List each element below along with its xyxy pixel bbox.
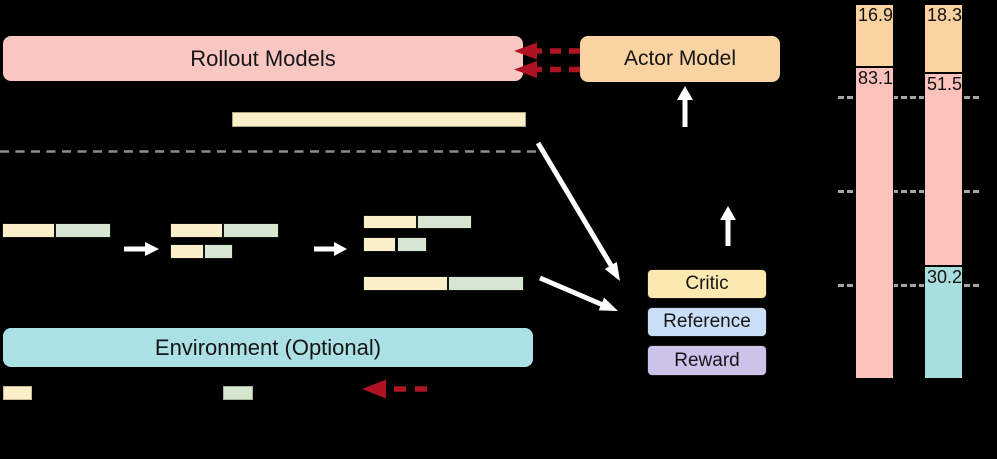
sequence-prompt-block: [363, 237, 396, 252]
generation-progress-bar: [232, 112, 526, 127]
values-up-arrow: [720, 206, 736, 246]
bar-segment-label: 18.3: [927, 5, 963, 25]
rollout-step-arrow-2: [314, 242, 347, 256]
sequence-response-block: [204, 244, 233, 259]
reference-label: Reference: [663, 311, 751, 332]
trajectory-to-reference-arrow: [539, 275, 618, 311]
sequence-response-block: [417, 215, 472, 229]
sequence-prompt-block: [170, 244, 204, 259]
bar-segment-label: 83.1: [858, 68, 894, 89]
reference-box: Reference: [647, 307, 767, 337]
actor-model-box: Actor Model: [580, 36, 780, 82]
sequence-response-block: [223, 223, 279, 238]
bar-segment: 16.9: [855, 4, 894, 68]
sequence-prompt-block: [363, 276, 448, 291]
sequence-prompt-block: [363, 215, 417, 229]
weight-sync-arrow-bottom: [514, 61, 580, 78]
sequence-response-block: [397, 237, 427, 252]
bar-segment-label: 16.9: [858, 5, 894, 25]
reward-label: Reward: [674, 349, 740, 371]
bar-segment-label: 30.2: [927, 266, 963, 287]
bar-segment-label: 51.5: [927, 73, 963, 94]
critic-box: Critic: [647, 269, 767, 299]
sequence-response-block: [55, 223, 111, 238]
bar-segment: 83.1: [855, 67, 894, 379]
rollout-models-label: Rollout Models: [190, 45, 336, 71]
environment-label: Environment (Optional): [154, 334, 382, 360]
actor-model-label: Actor Model: [623, 47, 737, 70]
rollout-step-arrow-1: [124, 242, 159, 256]
bar-segment: 30.2: [924, 265, 963, 379]
gpu-time-bar-1: 16.9 83.1: [855, 4, 894, 379]
environment-box: Environment (Optional): [3, 328, 533, 367]
sequence-prompt-block: [170, 223, 223, 238]
trajectory-to-critic-arrow: [535, 141, 620, 281]
reward-box: Reward: [647, 345, 767, 376]
chart-gridline: [838, 96, 979, 100]
critic-label: Critic: [685, 273, 729, 294]
sequence-prompt-block: [2, 223, 55, 238]
gpu-time-bar-2: 18.3 51.5 30.2: [924, 4, 963, 379]
legend-prompt-swatch: [3, 386, 32, 400]
bar-segment: 18.3: [924, 4, 963, 73]
sequence-response-block: [448, 276, 524, 291]
bar-segment: 51.5: [924, 72, 963, 266]
chart-gridlines: [838, 4, 979, 379]
rollout-models-box: Rollout Models: [3, 36, 523, 81]
env-feedback-arrow: [362, 379, 427, 399]
legend-response-swatch: [223, 386, 253, 400]
chart-gridline: [838, 190, 979, 193]
update-actor-arrow: [677, 86, 693, 127]
weight-sync-arrow-top: [514, 42, 580, 60]
chart-gridline: [838, 283, 979, 287]
